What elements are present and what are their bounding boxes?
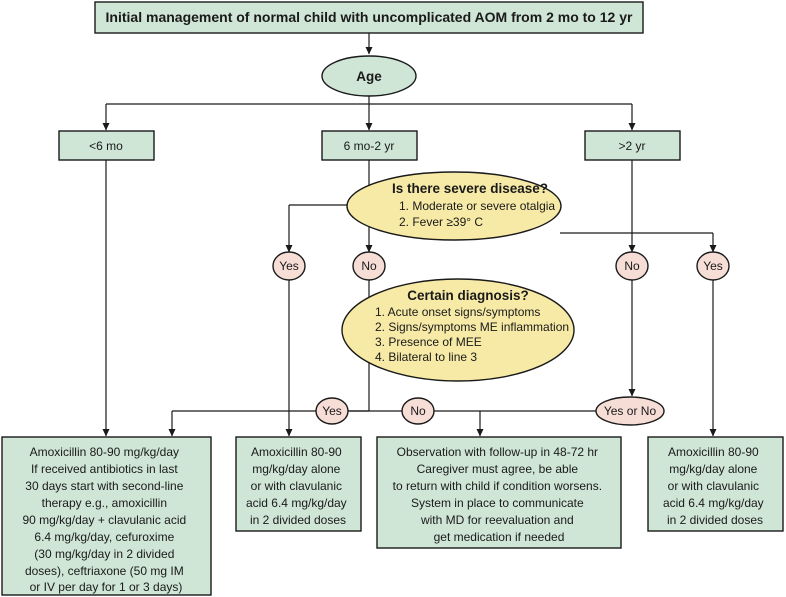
outcome-under6-box: [1, 436, 212, 596]
certain-question: Certain diagnosis?: [407, 288, 529, 303]
answer-no-center: [401, 397, 435, 425]
outcome-observation-box: [376, 436, 622, 549]
answer-no-left: [352, 251, 386, 281]
answer-no-right-label: No: [624, 259, 640, 273]
age-box-6mo-2yr: [321, 130, 418, 161]
diagram-title: Initial management of normal child with …: [106, 9, 633, 25]
age-box-under6: [58, 130, 155, 161]
severe-question: Is there severe disease?: [392, 181, 548, 196]
answer-yes-or-no: [595, 396, 665, 426]
outcome-amox-right-text: Amoxicillin 80-90 mg/kg/day alone or wit…: [663, 445, 767, 527]
severe-item-2: 2. Fever ≥39° C: [399, 215, 483, 229]
severe-disease-node: [346, 171, 562, 241]
outcome-amox-right-box: [647, 436, 784, 532]
answer-yes-left: [272, 251, 306, 281]
age-over2-label: >2 yr: [618, 139, 645, 153]
connectors: [102, 33, 717, 437]
title-box: [94, 1, 644, 34]
severe-item-1: 1. Moderate or severe otalgia: [399, 199, 555, 213]
outcome-under6-text: Amoxicillin 80-90 mg/kg/day If received …: [22, 445, 189, 594]
answer-no-left-label: No: [361, 259, 377, 273]
certain-diagnosis-node: [341, 278, 575, 382]
answer-no-right: [615, 251, 649, 281]
answer-yes-left-label: Yes: [279, 259, 299, 273]
certain-item-3: 3. Presence of MEE: [375, 335, 482, 349]
certain-item-2: 2. Signs/symptoms ME inflammation: [375, 320, 569, 334]
answer-yes-right-label: Yes: [703, 259, 723, 273]
age-box-over2: [584, 130, 681, 161]
age-label: Age: [356, 69, 382, 84]
answer-yes-or-no-label: Yes or No: [604, 404, 657, 418]
certain-item-1: 1. Acute onset signs/symptoms: [375, 305, 540, 319]
answer-no-center-label: No: [410, 404, 426, 418]
answer-yes-center-label: Yes: [322, 404, 342, 418]
age-6mo-2yr-label: 6 mo-2 yr: [344, 139, 395, 153]
certain-item-4: 4. Bilateral to line 3: [375, 350, 477, 364]
outcome-amox-left-text: Amoxicillin 80-90 mg/kg/day alone or wit…: [246, 445, 350, 527]
age-under6-label: <6 mo: [89, 139, 123, 153]
answer-yes-right: [696, 251, 730, 281]
age-node: [321, 55, 417, 97]
outcome-amox-left-box: [235, 436, 362, 532]
answer-yes-center: [315, 397, 349, 425]
outcome-observation-text: Observation with follow-up in 48-72 hr C…: [393, 445, 606, 544]
